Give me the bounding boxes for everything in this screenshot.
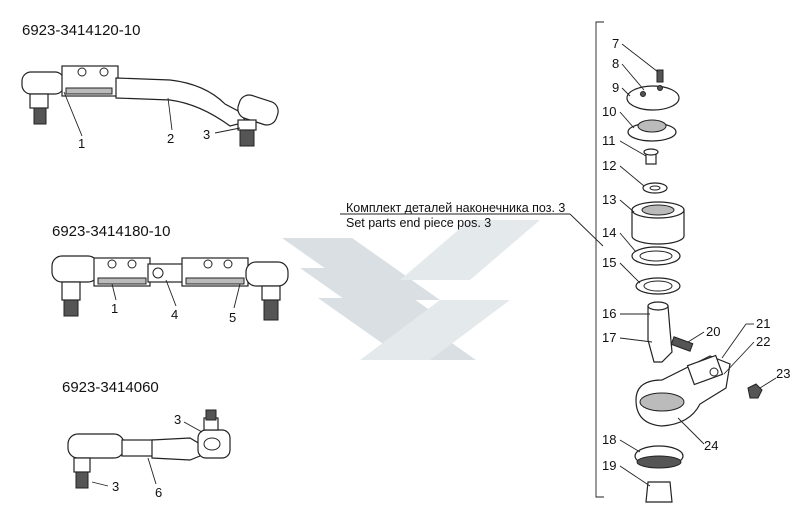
callout-kit-16: 16 <box>602 306 616 321</box>
kit-caption-en: Set parts end piece pos. 3 <box>346 216 491 230</box>
assembly-code-3: 6923-3414060 <box>62 379 159 396</box>
callout-a1-3: 3 <box>203 127 210 142</box>
callout-kit-18: 18 <box>602 432 616 447</box>
callout-a1-1: 1 <box>78 136 85 151</box>
callout-kit-10: 10 <box>602 104 616 119</box>
callout-kit-22: 22 <box>756 334 770 349</box>
callout-kit-7: 7 <box>612 36 619 51</box>
kit-bracket <box>595 21 604 498</box>
callout-kit-24: 24 <box>704 438 718 453</box>
assembly-code-2: 6923-3414180-10 <box>52 223 170 240</box>
kit-caption: Комплект деталей наконечника поз. 3 Set … <box>340 201 604 247</box>
callout-kit-11: 11 <box>602 133 616 148</box>
callout-a2-4: 4 <box>171 307 178 322</box>
callout-kit-17: 17 <box>602 330 616 345</box>
tie-rod-assembly-1 <box>21 65 279 147</box>
callout-kit-14: 14 <box>602 225 616 240</box>
watermark-logo <box>282 220 540 360</box>
callout-a1-2: 2 <box>167 131 174 146</box>
callout-a2-5: 5 <box>229 310 236 325</box>
callout-a3-6: 6 <box>155 485 162 500</box>
callout-kit-13: 13 <box>602 192 616 207</box>
callout-a3-3-bottom: 3 <box>112 479 119 494</box>
kit-caption-ru: Комплект деталей наконечника поз. 3 <box>346 201 565 215</box>
kit-callouts: 7 8 9 10 11 12 13 14 15 16 17 18 19 20 2… <box>602 36 790 487</box>
kit-parts <box>626 69 763 503</box>
callout-kit-23: 23 <box>776 366 790 381</box>
callout-kit-12: 12 <box>602 158 616 173</box>
assembly-3-callouts: 3 3 6 <box>91 412 203 500</box>
callout-a3-3-top: 3 <box>174 412 181 427</box>
callout-a2-1: 1 <box>111 301 118 316</box>
assembly-1-callouts: 1 2 3 <box>63 91 241 151</box>
tie-rod-assembly-3 <box>67 409 231 489</box>
assembly-2-callouts: 1 4 5 <box>111 279 241 325</box>
callout-kit-20: 20 <box>706 324 720 339</box>
tie-rod-assembly-2 <box>51 255 289 321</box>
callout-kit-19: 19 <box>602 458 616 473</box>
callout-kit-8: 8 <box>612 56 619 71</box>
callout-kit-15: 15 <box>602 255 616 270</box>
assembly-code-1: 6923-3414120-10 <box>22 22 140 39</box>
callout-kit-21: 21 <box>756 316 770 331</box>
callout-kit-9: 9 <box>612 80 619 95</box>
